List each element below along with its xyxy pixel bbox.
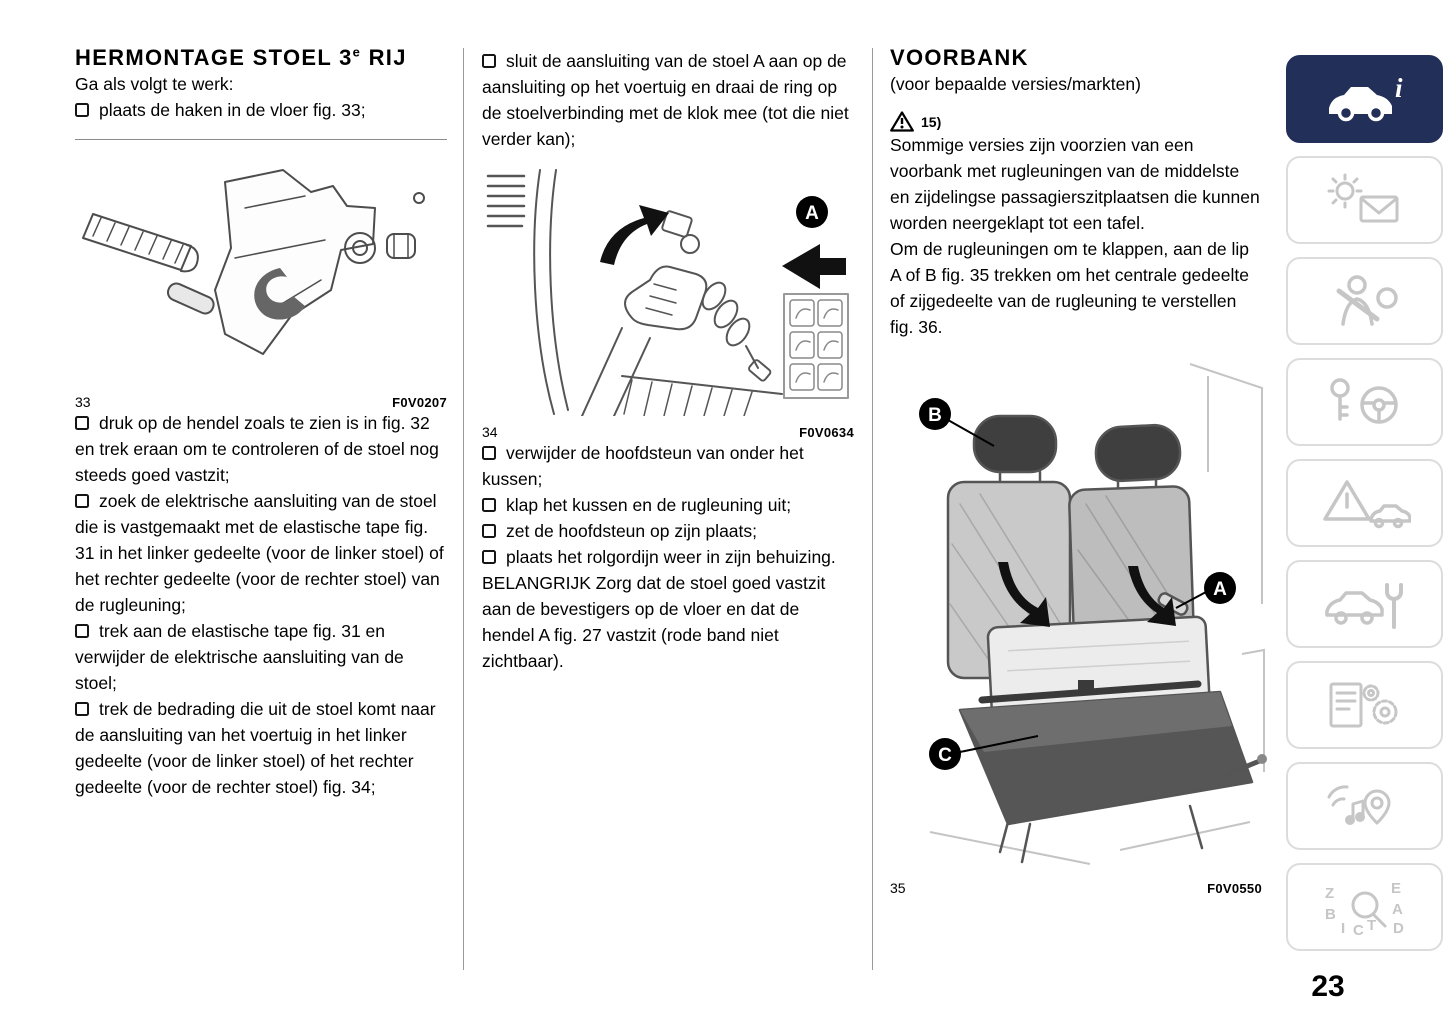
figure-34-caption: 34 F0V0634 [482,424,854,440]
svg-text:D: D [1393,920,1404,936]
column-2: sluit de aansluiting van de stoel A aan … [482,44,854,674]
fold-arrow-right-icon [1128,566,1176,626]
instruction-bullet: zoek de elektrische aansluiting van de s… [75,491,444,615]
warning-reference: 15) [890,111,1262,132]
bullet-square-icon [482,549,496,564]
label-badge-c [929,738,961,770]
figure-35-caption: 35 F0V0550 [890,880,1262,896]
instruction-bullet: plaats de haken in de vloer fig. 33; [75,97,447,123]
sidebar-tab-multimedia[interactable] [1286,762,1443,850]
label-letter-a: A [1213,579,1227,600]
svg-text:C: C [1353,922,1364,936]
section-heading-voorbank: VOORBANK [890,45,1029,70]
figure-33: 33 F0V0207 [75,139,447,410]
body-paragraph: Sommige versies zijn voorzien van een vo… [890,135,1260,233]
svg-text:A: A [1392,901,1403,918]
warning-number: 15) [921,113,942,130]
label-badge-b [919,398,951,430]
figure-code: F0V0550 [1207,881,1262,896]
sidebar-tab-technical-data[interactable] [1286,661,1443,749]
figure-number: 33 [75,394,91,410]
instruction-bullet: plaats het rolgordijn weer in zijn behui… [482,544,854,570]
svg-text:i: i [1395,73,1403,103]
instruction-bullet: zet de hoofdsteun op zijn plaats; [482,518,854,544]
label-badge-a [796,196,828,228]
svg-text:Z: Z [1325,885,1334,902]
bullet-square-icon [482,523,496,538]
sidebar-tab-safety[interactable] [1286,257,1443,345]
bullet-square-icon [482,445,496,460]
column-3: VOORBANK (voor bepaalde versies/markten)… [890,44,1267,896]
sidebar-tab-vehicle-info[interactable]: i [1286,55,1443,143]
instruction-bullet: trek aan de elastische tape fig. 31 en v… [75,621,404,693]
label-badge-a [1204,572,1236,604]
document-gears-icon [1329,682,1397,728]
instruction-bullet: klap het kussen en de rugleuning uit; [482,492,854,518]
section-subheading: (voor bepaalde versies/markten) [890,74,1141,94]
section-tab-sidebar: i [1286,55,1443,951]
figure-code: F0V0207 [392,395,447,410]
sidebar-tab-emergency[interactable] [1286,459,1443,547]
curved-arrow-icon [600,205,669,265]
figure-number: 34 [482,424,498,440]
sidebar-tab-index[interactable]: Z E B A D I C T [1286,863,1443,951]
figure-code: F0V0634 [799,425,854,440]
instruction-bullet: sluit de aansluiting van de stoel A aan … [482,51,849,149]
figure-35-image: B A C [919,363,1267,865]
body-paragraph: Om de rugleuningen om te klappen, aan de… [890,239,1249,337]
instruction-bullet: verwijder de hoofdsteun van onder het ku… [482,443,804,489]
bullet-square-icon [75,415,89,430]
svg-text:T: T [1367,917,1376,934]
label-letter-b: B [928,405,942,426]
column-1: HERMONTAGE STOEL 3e RIJ Ga als volgt te … [75,44,447,800]
wedge-arrow-icon [782,244,846,289]
bullet-square-icon [75,623,89,638]
instruction-bullet: trek de bedrading die uit de stoel komt … [75,699,436,797]
sidebar-tab-servicing-and-care[interactable] [1286,560,1443,648]
audio-navigation-icon [1327,785,1390,825]
section-heading-hermontage: HERMONTAGE STOEL 3e RIJ [75,44,407,70]
alphabetical-index-icon: Z E B A D I C T [1325,880,1404,936]
figure-35: B A C 35 F0V0550 [890,354,1267,896]
page-number: 23 [1311,970,1345,1003]
sidebar-tab-dashboard-and-messages[interactable] [1286,156,1443,244]
intro-text: Ga als volgt te werk: [75,74,234,94]
warning-triangle-car-icon [1322,480,1411,529]
svg-text:E: E [1391,880,1401,897]
svg-text:B: B [1325,906,1336,923]
figure-34-image: A [486,169,849,417]
column-divider-2 [872,48,873,970]
bullet-square-icon [75,102,89,117]
car-wrench-icon [1324,583,1403,629]
label-letter-a: A [805,203,819,224]
car-info-icon: i [1328,73,1403,122]
warning-triangle-icon [890,111,914,132]
sidebar-tab-starting-and-driving[interactable] [1286,358,1443,446]
bullet-square-icon [75,493,89,508]
bullet-square-icon [482,497,496,512]
label-letter-c: C [938,745,952,766]
svg-text:I: I [1341,920,1345,936]
bullet-square-icon [75,701,89,716]
figure-34: A 34 F0V0634 [482,166,854,440]
bullet-square-icon [482,53,496,68]
figure-33-image [82,169,425,355]
figure-33-caption: 33 F0V0207 [75,394,447,410]
warning-light-message-icon [1327,173,1398,223]
fold-arrow-left-icon [998,562,1050,627]
column-divider-1 [463,48,464,970]
key-steering-wheel-icon [1329,378,1398,424]
instruction-bullet: druk op de hendel zoals te zien is in fi… [75,413,439,485]
seatbelt-person-icon [1336,275,1398,326]
important-note: BELANGRIJK Zorg dat de stoel goed vastzi… [482,573,826,671]
figure-number: 35 [890,880,906,896]
